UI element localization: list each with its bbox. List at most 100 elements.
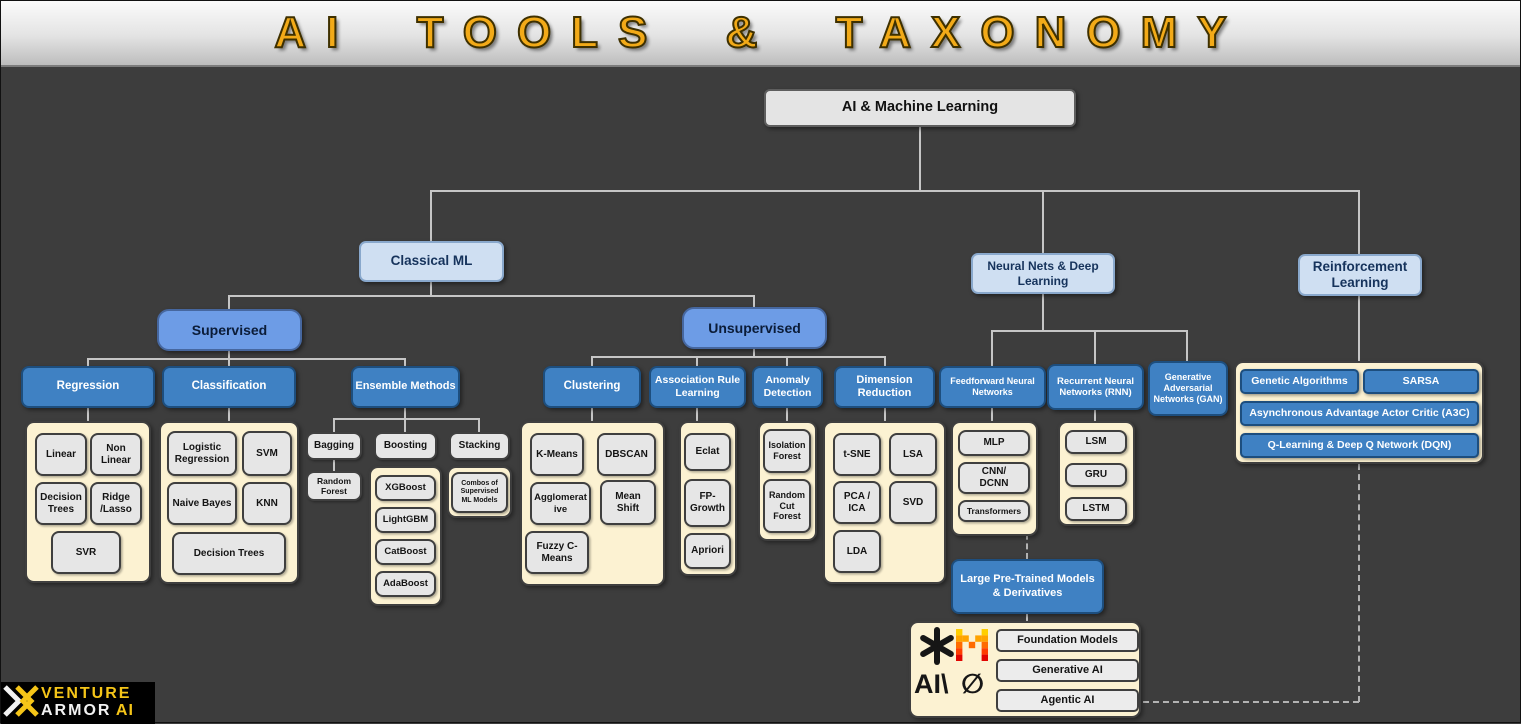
node-random-cut-forest: Random Cut Forest (763, 479, 811, 533)
node-lda: LDA (833, 530, 881, 573)
node-pca-ica: PCA / ICA (833, 481, 881, 524)
node-ridge-lasso: Ridge /Lasso (90, 482, 142, 525)
connector-line (430, 190, 1360, 192)
node-clustering: Clustering (543, 366, 641, 408)
node-large-pretrained-models: Large Pre-Trained Models & Derivatives (951, 559, 1104, 614)
openai-logo-icon (917, 626, 957, 666)
node-lsm: LSM (1065, 430, 1127, 454)
node-dimension-reduction: Dimension Reduction (834, 366, 935, 408)
node-t-sne: t-SNE (833, 433, 881, 476)
node-regression: Regression (21, 366, 155, 408)
connector-line (404, 418, 406, 432)
connector-line (1042, 294, 1044, 331)
node-decision-trees-reg: Decision Trees (35, 482, 87, 525)
null-symbol-logo-icon: ∅ (961, 669, 985, 699)
node-stacking: Stacking (449, 432, 510, 460)
connector-line (404, 408, 406, 419)
watermark-ai: AI (115, 702, 134, 719)
node-svd: SVD (889, 481, 937, 524)
node-lightgbm: LightGBM (375, 507, 436, 533)
connector-line (478, 418, 480, 432)
node-supervised: Supervised (157, 309, 302, 351)
node-classical-ml: Classical ML (359, 241, 504, 282)
connector-line (1186, 330, 1188, 361)
node-catboost: CatBoost (375, 539, 436, 565)
node-k-means: K-Means (530, 433, 584, 476)
node-eclat: Eclat (684, 433, 731, 471)
ai-slash-logo-icon: AI\ (914, 669, 949, 699)
connector-line (1094, 410, 1096, 421)
node-recurrent-neural-networks: Recurrent Neural Networks (RNN) (1047, 364, 1144, 410)
connector-line (591, 356, 593, 366)
node-classification: Classification (162, 366, 296, 408)
connector-line (786, 356, 788, 366)
connector-line (87, 408, 89, 421)
node-q-learning-dqn: Q-Learning & Deep Q Network (DQN) (1240, 433, 1479, 458)
node-neural-nets-deep-learning: Neural Nets & Deep Learning (971, 253, 1115, 294)
title-banner: AI TOOLS & TAXONOMY (1, 1, 1520, 67)
connector-line (228, 358, 230, 366)
connector-line (991, 330, 993, 366)
node-linear: Linear (35, 433, 87, 476)
connector-line (1358, 190, 1360, 254)
node-knn: KNN (242, 482, 292, 525)
connector-line (591, 408, 593, 421)
node-association-rule-learning: Association Rule Learning (649, 366, 746, 408)
node-generative-ai: Generative AI (996, 659, 1139, 682)
venture-armor-x-icon (3, 683, 39, 724)
node-bagging: Bagging (306, 432, 362, 460)
node-unsupervised: Unsupervised (682, 307, 827, 349)
page-title: AI TOOLS & TAXONOMY (273, 7, 1247, 58)
connector-line (87, 358, 89, 366)
node-decision-trees-cls: Decision Trees (172, 532, 286, 575)
connector-line (87, 358, 406, 360)
connector-line (884, 356, 886, 366)
node-non-linear: Non Linear (90, 433, 142, 476)
connector-line (430, 282, 432, 296)
node-a3c: Asynchronous Advantage Actor Critic (A3C… (1240, 401, 1479, 426)
connector-line (753, 349, 755, 358)
connector-line (1026, 614, 1028, 621)
node-ensemble-methods: Ensemble Methods (351, 366, 460, 408)
node-fuzzy-c-means: Fuzzy C-Means (525, 531, 589, 574)
node-combos-supervised-ml: Combos of Supervised ML Models (451, 472, 508, 513)
connector-line (430, 190, 432, 241)
connector-line (228, 351, 230, 359)
node-isolation-forest: Isolation Forest (763, 429, 811, 473)
connector-line (591, 356, 885, 358)
node-sarsa: SARSA (1363, 369, 1479, 394)
dashed-connector-line (1143, 701, 1359, 703)
node-feedforward-neural-networks: Feedforward Neural Networks (939, 366, 1046, 408)
node-adaboost: AdaBoost (375, 571, 436, 597)
dashed-connector-line (1026, 524, 1028, 559)
connector-line (696, 356, 698, 366)
node-svm: SVM (242, 431, 292, 476)
node-foundation-models: Foundation Models (996, 629, 1139, 652)
node-random-forest: Random Forest (306, 471, 362, 501)
node-anomaly-detection: Anomaly Detection (752, 366, 823, 408)
connector-line (333, 418, 479, 420)
connector-line (228, 295, 755, 297)
dashed-connector-line (1358, 464, 1360, 702)
node-ai-machine-learning: AI & Machine Learning (764, 89, 1076, 127)
venture-armor-text: VENTURE ARMOR AI (41, 685, 134, 720)
node-agentic-ai: Agentic AI (996, 689, 1139, 712)
connector-line (1042, 190, 1044, 253)
connector-line (884, 408, 886, 421)
connector-line (696, 408, 698, 421)
connector-line (333, 418, 335, 432)
mistral-logo-icon (955, 629, 989, 661)
node-reinforcement-learning: Reinforcement Learning (1298, 254, 1422, 296)
node-fp-growth: FP-Growth (684, 479, 731, 527)
node-gru: GRU (1065, 463, 1127, 487)
connector-line (228, 295, 230, 309)
node-transformers: Transformers (958, 500, 1030, 522)
watermark-armor: ARMOR (41, 702, 112, 719)
node-gan: Generative Adversarial Networks (GAN) (1148, 361, 1228, 416)
node-boosting: Boosting (374, 432, 437, 460)
connector-line (333, 460, 335, 471)
node-genetic-algorithms: Genetic Algorithms (1240, 369, 1359, 394)
node-mlp: MLP (958, 430, 1030, 456)
connector-line (786, 408, 788, 421)
